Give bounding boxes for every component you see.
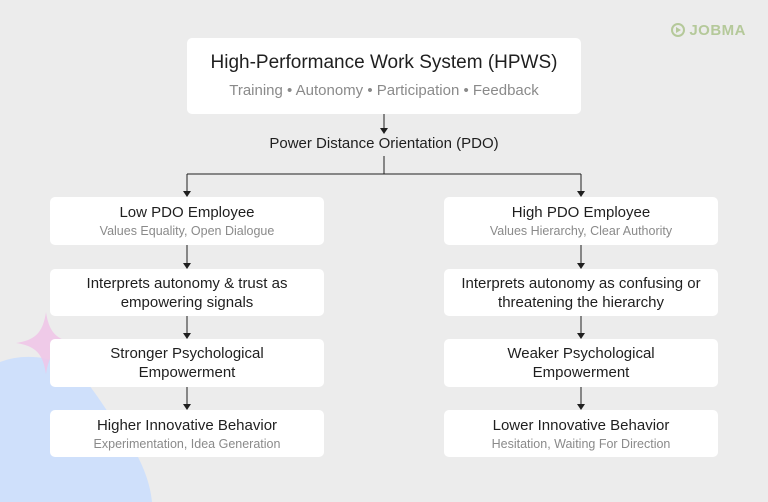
- right-step-1-subtitle: Values Hierarchy, Clear Authority: [489, 224, 673, 238]
- left-step-1-subtitle: Values Equality, Open Dialogue: [99, 224, 275, 238]
- hpws-title: High-Performance Work System (HPWS): [210, 52, 558, 73]
- left-step-4-box: Higher Innovative Behavior Experimentati…: [50, 410, 324, 457]
- left-step-1-title: Low PDO Employee: [119, 204, 255, 221]
- pdo-label: Power Distance Orientation (PDO): [269, 135, 499, 152]
- hpws-box: High-Performance Work System (HPWS) Trai…: [187, 38, 581, 114]
- right-step-2-box: Interprets autonomy as confusing or thre…: [444, 269, 718, 316]
- right-step-3-title: Weaker Psychological Empowerment: [507, 345, 655, 381]
- play-circle-icon: [671, 23, 686, 37]
- right-step-4-subtitle: Hesitation, Waiting For Direction: [491, 436, 671, 451]
- arrowhead-left-2: [183, 263, 191, 269]
- arrowhead-right-branch: [577, 191, 585, 197]
- arrowhead-right-4: [577, 404, 585, 410]
- arrowhead-left-3: [183, 333, 191, 339]
- arrowhead-right-2: [577, 263, 585, 269]
- brand-logo-text: JOBMA: [689, 21, 746, 39]
- right-step-2-title: Interprets autonomy as confusing or thre…: [461, 274, 701, 311]
- right-step-1-box: High PDO Employee Values Hierarchy, Clea…: [444, 197, 718, 245]
- left-step-2-box: Interprets autonomy & trust as empowerin…: [50, 269, 324, 316]
- right-step-4-box: Lower Innovative Behavior Hesitation, Wa…: [444, 410, 718, 457]
- right-step-1-title: High PDO Employee: [511, 204, 651, 221]
- hpws-subtitle: Training • Autonomy • Participation • Fe…: [229, 82, 539, 99]
- right-step-3-box: Weaker Psychological Empowerment: [444, 339, 718, 387]
- left-step-3-title: Stronger Psychological Empowerment: [110, 345, 264, 381]
- brand-logo: JOBMA: [671, 20, 746, 40]
- left-step-2-title: Interprets autonomy & trust as empowerin…: [86, 274, 288, 311]
- left-step-1-box: Low PDO Employee Values Equality, Open D…: [50, 197, 324, 245]
- left-step-4-subtitle: Experimentation, Idea Generation: [93, 436, 281, 451]
- left-step-3-box: Stronger Psychological Empowerment: [50, 339, 324, 387]
- arrowhead-top: [380, 128, 388, 134]
- decor-sparkle-shape: [16, 312, 76, 374]
- arrowhead-left-branch: [183, 191, 191, 197]
- arrowhead-left-4: [183, 404, 191, 410]
- arrowhead-right-3: [577, 333, 585, 339]
- right-step-4-title: Lower Innovative Behavior: [492, 416, 670, 434]
- left-step-4-title: Higher Innovative Behavior: [96, 416, 278, 434]
